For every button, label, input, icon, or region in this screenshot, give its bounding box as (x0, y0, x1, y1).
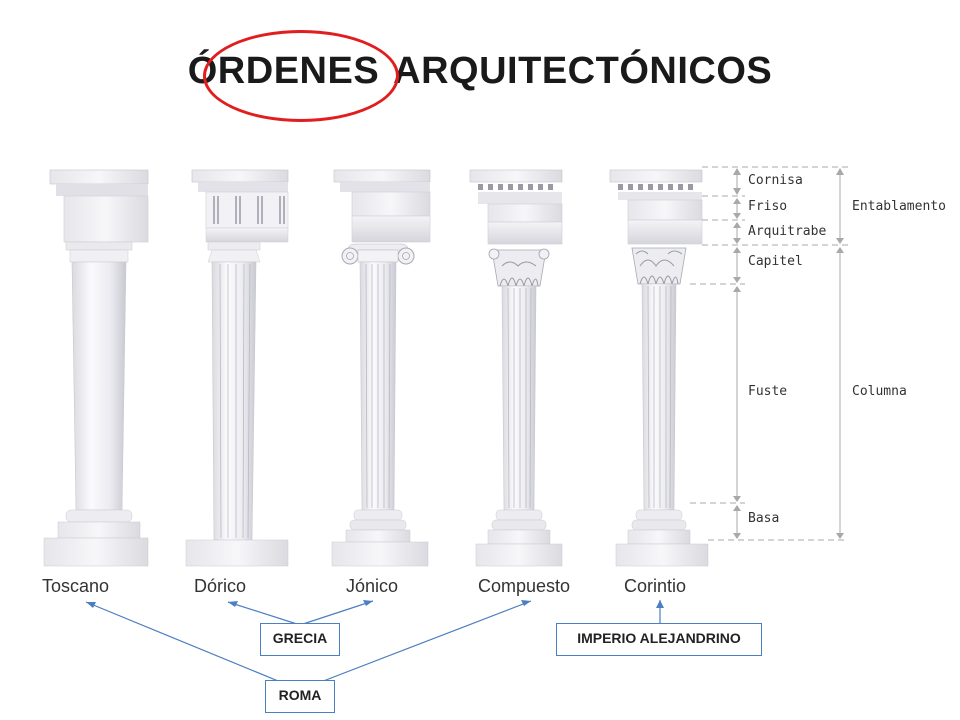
connector-arrows (85, 600, 664, 691)
arrow-roma-toscano (85, 601, 301, 691)
roma-box: ROMA (265, 680, 335, 713)
label-basa: Basa (748, 511, 780, 526)
label-arquitrabe: Arquitrabe (748, 224, 827, 239)
label-friso: Friso (748, 199, 788, 214)
column-name-dorico: Dórico (194, 576, 247, 596)
label-columna: Columna (852, 384, 907, 399)
arrow-roma-compuesto (299, 600, 532, 691)
dimension-guides (690, 166, 848, 541)
label-cornisa: Cornisa (748, 173, 803, 188)
arrow-grecia-dorico (227, 601, 301, 626)
column-compuesto (469, 169, 563, 567)
label-capitel: Capitel (748, 254, 803, 269)
column-name-corintio: Corintio (624, 576, 687, 596)
imperio-alejandrino-box: IMPERIO ALEJANDRINO (556, 623, 762, 656)
label-entablamento: Entablamento (852, 199, 946, 214)
column-jonico (331, 169, 431, 567)
highlight-oval (203, 30, 399, 122)
grecia-box: GRECIA (260, 623, 340, 656)
arrow-grecia-jonico (299, 600, 374, 626)
column-name-compuesto: Compuesto (478, 576, 571, 596)
label-fuste: Fuste (748, 384, 788, 399)
column-dorico (185, 169, 289, 567)
column-toscano (43, 169, 149, 567)
column-name-toscano: Toscano (42, 576, 110, 596)
title-word-arquitectonicos: ARQUITECTÓNICOS (393, 50, 773, 92)
column-name-jonico: Jónico (346, 576, 399, 596)
column-corintio (609, 169, 709, 567)
